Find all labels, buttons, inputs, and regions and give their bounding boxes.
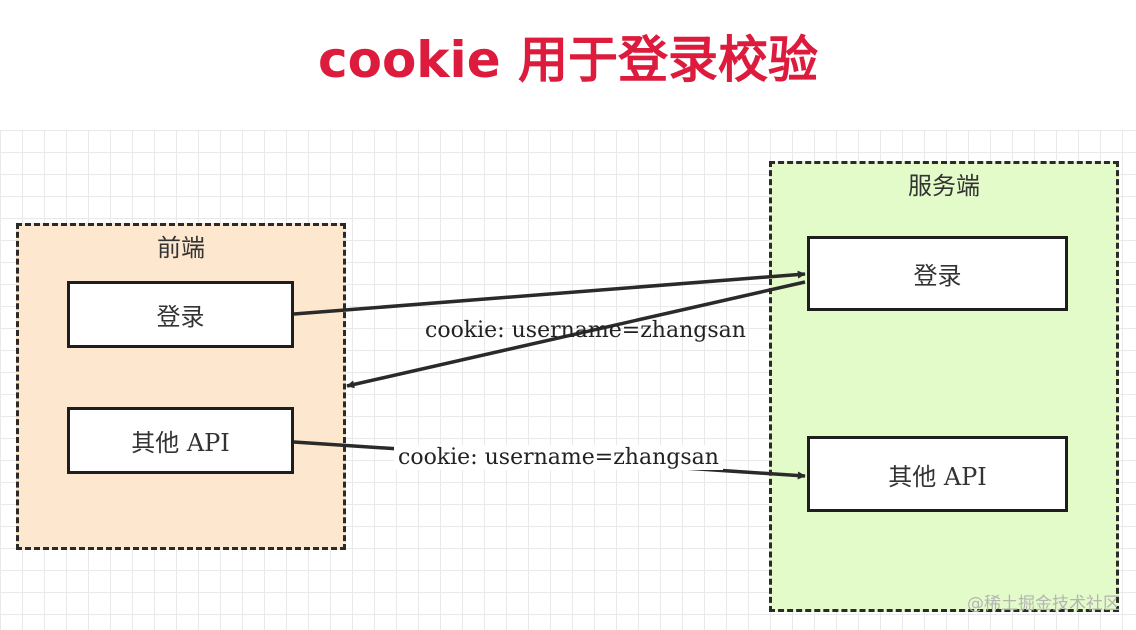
server-label: 服务端: [908, 172, 980, 200]
edge-label-request-cookie: cookie: username=zhangsan: [394, 445, 723, 470]
frontend-login-node: 登录: [67, 281, 294, 348]
edge-label-response-cookie: cookie: username=zhangsan: [425, 318, 746, 343]
server-container: 服务端: [769, 161, 1119, 612]
frontend-label: 前端: [157, 234, 205, 262]
frontend-other-api-node: 其他 API: [67, 407, 294, 474]
server-login-node: 登录: [807, 236, 1068, 311]
page-title: cookie 用于登录校验: [317, 31, 819, 89]
frontend-container: 前端: [16, 223, 346, 550]
server-other-api-node: 其他 API: [807, 436, 1068, 512]
watermark: @稀土掘金技术社区: [967, 594, 1120, 614]
